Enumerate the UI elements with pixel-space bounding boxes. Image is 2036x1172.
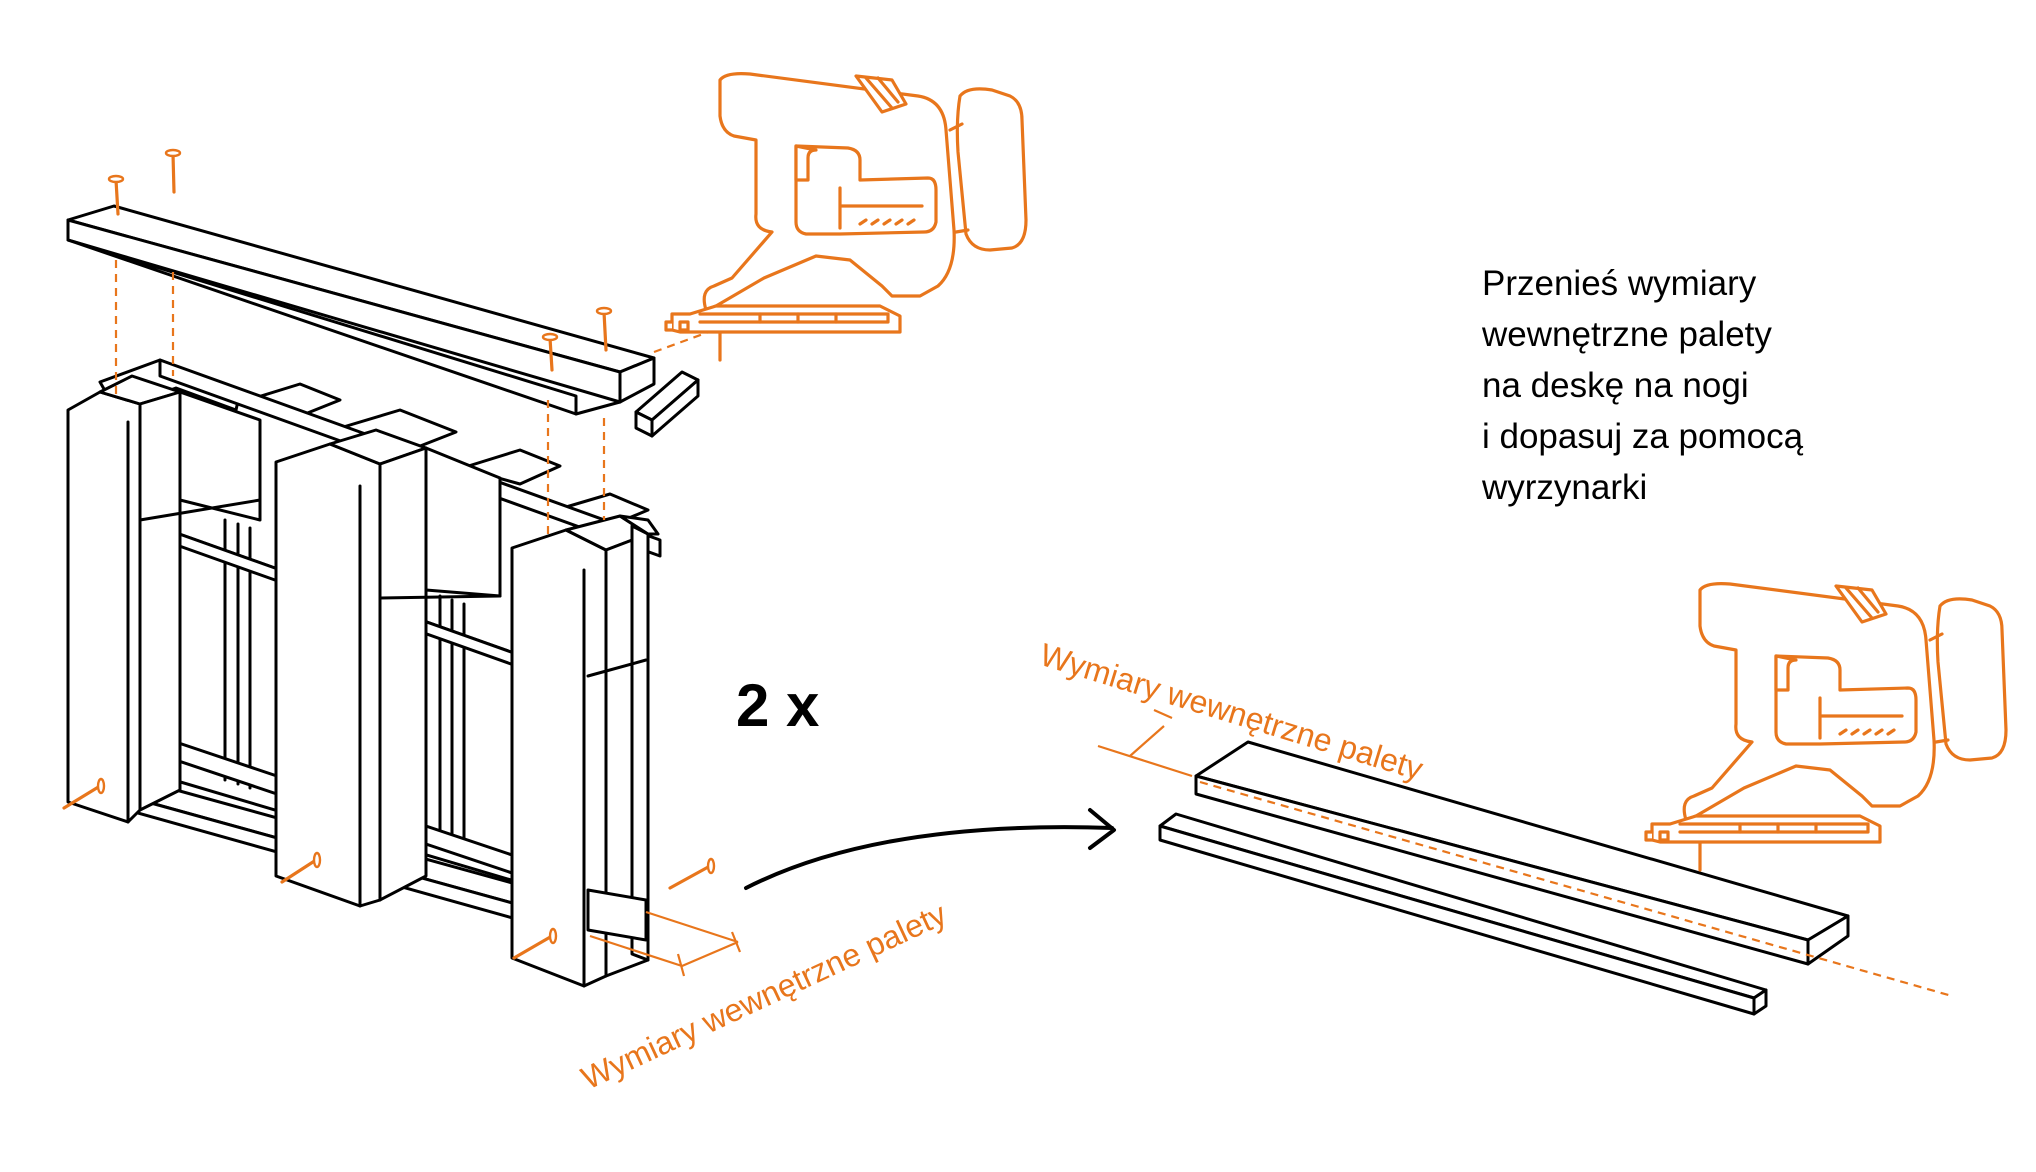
screw-icon (107, 174, 125, 216)
leg-rail (1158, 812, 1768, 1016)
screw-icon (668, 857, 716, 890)
screw-icon (512, 927, 558, 960)
arrow-icon (744, 808, 1116, 890)
screw-icon (62, 777, 106, 810)
count-label: 2 x (736, 672, 819, 739)
instruction-line: i dopasuj za pomocą (1482, 417, 1804, 456)
loose-block (634, 370, 700, 438)
instruction-line: na deskę na nogi (1482, 366, 1749, 405)
jigsaw-icon (664, 72, 1028, 362)
screw-icons (62, 148, 716, 960)
instruction-line: wyrzynarki (1482, 468, 1648, 507)
loose-board (66, 204, 656, 416)
screw-icon (280, 851, 322, 884)
screw-icon (541, 332, 559, 372)
instruction-line: Przenieś wymiary (1482, 264, 1757, 303)
pallet-block-middle (274, 442, 382, 908)
jigsaw-icon (1644, 582, 2008, 872)
screw-icon (164, 148, 182, 194)
instruction-text: Przenieś wymiary wewnętrzne palety na de… (1482, 258, 1902, 513)
instruction-line: wewnętrzne palety (1482, 315, 1772, 354)
alignment-guides (114, 260, 715, 540)
screw-icon (595, 306, 613, 352)
pallet-dimension-marker (589, 910, 742, 977)
board-dimension-marker (1097, 708, 1193, 778)
cut-line (1199, 780, 1953, 998)
leg-board (1194, 740, 1850, 966)
pallet (66, 358, 662, 988)
